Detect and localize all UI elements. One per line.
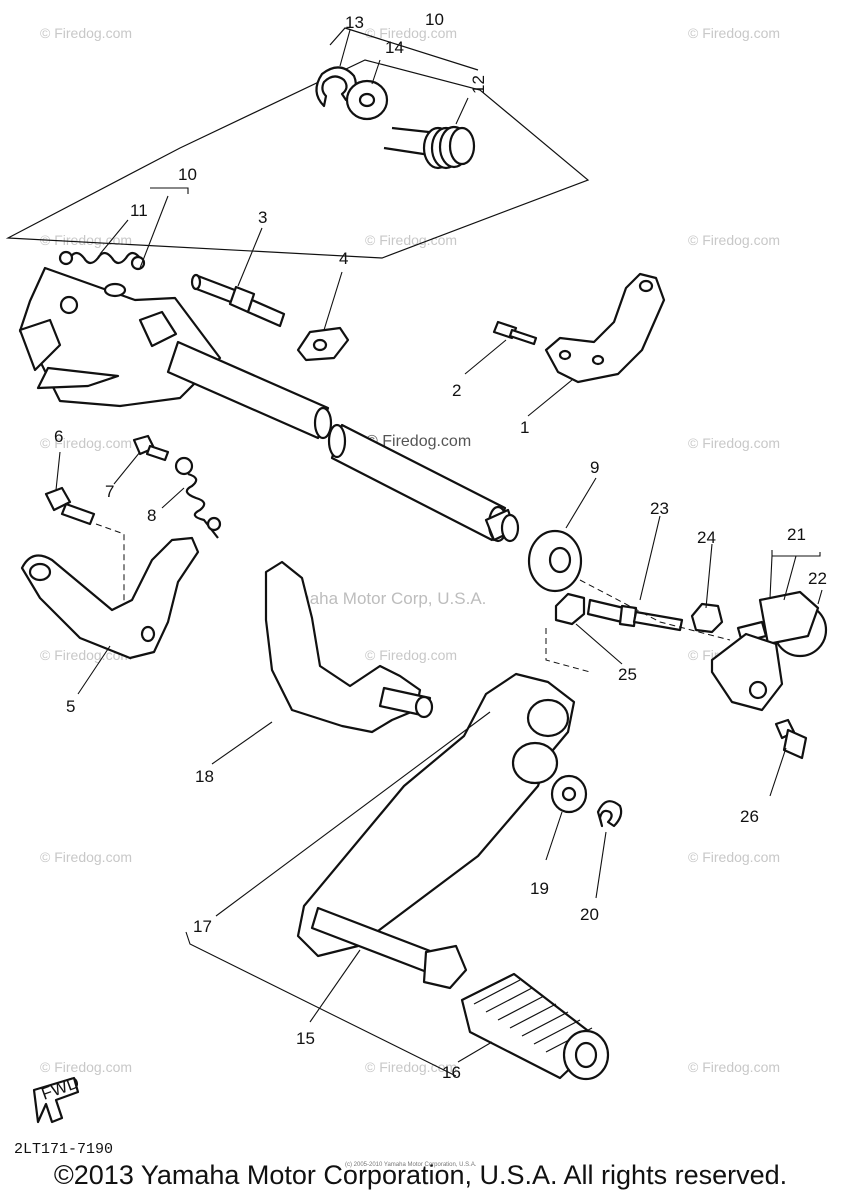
watermark: © Firedog.com <box>40 647 132 663</box>
callout-13: 13 <box>345 13 364 32</box>
washer-hole <box>358 92 376 108</box>
stud-bolt-part-3 <box>190 273 286 328</box>
alignment-line <box>545 628 591 673</box>
watermark: © Firedog.com <box>688 232 780 248</box>
watermark-yamaha: Yamaha Motor Corp, U.S.A. <box>276 589 486 608</box>
bolt-part-26 <box>774 718 808 760</box>
callout-21: 21 <box>787 525 806 544</box>
joint-bolt-part-23 <box>586 598 684 632</box>
fwd-arrow-icon: FWD <box>32 1073 82 1124</box>
callout-16: 16 <box>442 1063 461 1082</box>
callout-20: 20 <box>580 905 599 924</box>
watermark: © Firedog.com <box>365 647 457 663</box>
watermark: © Firedog.com <box>40 849 132 865</box>
copyright-notice: ©2013 Yamaha Motor Corporation, U.S.A. A… <box>53 1160 788 1190</box>
callout-8: 8 <box>147 506 156 525</box>
callout-19: 19 <box>530 879 549 898</box>
shift-pedal-part-17 <box>296 672 576 958</box>
group-bracket-10-top <box>329 27 479 71</box>
pedal-boss <box>526 698 570 738</box>
shift-arm-part-5 <box>20 536 200 660</box>
callout-7: 7 <box>105 482 114 501</box>
callout-23: 23 <box>650 499 669 518</box>
torsion-spring-part-12 <box>383 125 476 170</box>
alignment-line <box>579 579 731 641</box>
callout-5: 5 <box>66 697 75 716</box>
joint-part-21 <box>710 590 828 712</box>
callout-26: 26 <box>740 807 759 826</box>
nut-part-24 <box>690 602 724 634</box>
watermark: © Firedog.com <box>40 25 132 41</box>
stopper-lever-part-1 <box>544 272 666 384</box>
watermark: © Firedog.com <box>688 849 780 865</box>
link-pin-end <box>414 695 434 719</box>
pedal-shaft-end <box>422 944 468 990</box>
leader-lines <box>55 29 823 1077</box>
callout-24: 24 <box>697 528 716 547</box>
watermark-center: © Firedog.com <box>366 433 471 450</box>
arm-hole <box>140 625 156 643</box>
watermark: © Firedog.com <box>40 435 132 451</box>
spring-part-11 <box>58 250 146 271</box>
arm-hole <box>28 562 52 582</box>
watermark: © Firedog.com <box>688 25 780 41</box>
watermark: © Firedog.com <box>688 435 780 451</box>
watermark: © Firedog.com <box>688 1059 780 1075</box>
callout-10-top: 10 <box>425 10 444 29</box>
pedal-rubber-part-16 <box>460 972 610 1081</box>
plate-hole <box>312 338 328 352</box>
link-arm-part-18 <box>264 560 422 734</box>
callout-2: 2 <box>452 381 461 400</box>
callout-17: 17 <box>193 917 212 936</box>
circlip-part-13 <box>315 66 357 108</box>
bolt-part-6 <box>44 486 96 526</box>
callout-6: 6 <box>54 427 63 446</box>
callout-15: 15 <box>296 1029 315 1048</box>
callout-3: 3 <box>258 208 267 227</box>
circlip-part-20 <box>596 800 623 828</box>
callout-11: 11 <box>130 201 148 220</box>
callout-22: 22 <box>808 569 827 588</box>
oil-seal-hole <box>548 546 572 574</box>
pedal-boss <box>511 741 559 785</box>
lever-hole <box>638 279 654 293</box>
washer-hole <box>561 786 577 802</box>
callout-25: 25 <box>618 665 637 684</box>
watermark: © Firedog.com <box>365 1059 457 1075</box>
nut-part-25 <box>554 592 586 626</box>
watermark: © Firedog.com <box>365 232 457 248</box>
watermark: © Firedog.com <box>365 25 457 41</box>
callout-numbers: 1 2 3 4 5 6 7 8 9 10 10 11 12 13 14 15 1… <box>54 10 827 1082</box>
callout-12: 12 <box>469 75 488 94</box>
bolt-part-7 <box>132 434 170 462</box>
callout-18: 18 <box>195 767 214 786</box>
shift-shaft-assembly-part-10 <box>18 266 520 543</box>
watermark: © Firedog.com <box>40 1059 132 1075</box>
lever-hole <box>558 349 572 361</box>
group-outline-10 <box>5 59 590 259</box>
spring-part-8 <box>174 456 222 539</box>
part-number: 2LT171-7190 <box>14 1141 114 1158</box>
callout-14: 14 <box>385 38 404 57</box>
callout-10-mid: 10 <box>178 165 197 184</box>
screw-part-2 <box>492 320 538 346</box>
callout-4: 4 <box>339 249 348 268</box>
callout-1: 1 <box>520 418 529 437</box>
tiny-copyright: (c) 2005-2010 Yamaha Motor Corporation, … <box>345 1162 477 1168</box>
callout-9: 9 <box>590 458 599 477</box>
alignment-line <box>95 523 125 602</box>
watermark-layer: © Firedog.com © Firedog.com © Firedog.co… <box>40 25 780 1075</box>
lever-hole <box>591 354 605 366</box>
